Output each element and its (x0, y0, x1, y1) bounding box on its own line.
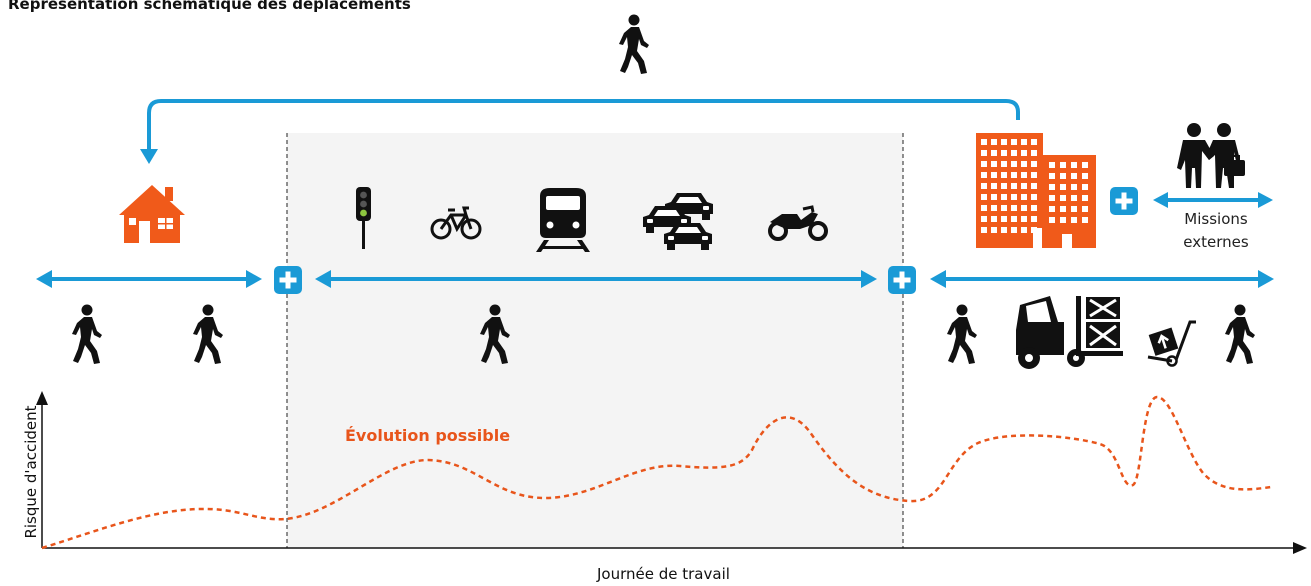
transit-zone (287, 133, 903, 548)
handshake-icon (1177, 123, 1245, 188)
missions-label-line1: Missions (1184, 210, 1248, 228)
traffic-light-icon (356, 187, 371, 249)
missions-arrow (1153, 192, 1273, 208)
risk-curve-label: Évolution possible (345, 426, 511, 445)
plus-icon (888, 266, 916, 294)
train-icon (536, 188, 590, 252)
walking-person-icon (72, 304, 102, 364)
forklift-icon (1016, 296, 1123, 369)
y-axis-label: Risque d'accident (22, 405, 40, 539)
return-trip-arrow (147, 99, 1020, 153)
risk-curve (41, 395, 1272, 550)
office-building-icon (976, 133, 1096, 248)
walking-person-icon (947, 304, 977, 364)
plus-icon (1110, 187, 1138, 215)
segment-arrow-home (36, 270, 262, 288)
walking-person-icon (193, 304, 223, 364)
x-axis-label: Journée de travail (597, 565, 730, 583)
motorcycle-icon (768, 205, 828, 241)
hand-truck-icon (1147, 320, 1196, 367)
house-icon (119, 185, 185, 243)
segment-arrow-work (930, 270, 1274, 288)
missions-label: Missions externes (1183, 208, 1248, 254)
diagram-title: Représentation schématique des déplaceme… (8, 0, 411, 13)
segment-arrow-commute (315, 270, 877, 288)
bicycle-icon (430, 206, 482, 240)
plus-icon (274, 266, 302, 294)
walking-person-icon (1225, 304, 1255, 364)
axes (36, 391, 1307, 554)
missions-label-line2: externes (1183, 233, 1249, 251)
return-arrowhead (140, 149, 158, 164)
walking-person-icon (619, 14, 649, 74)
